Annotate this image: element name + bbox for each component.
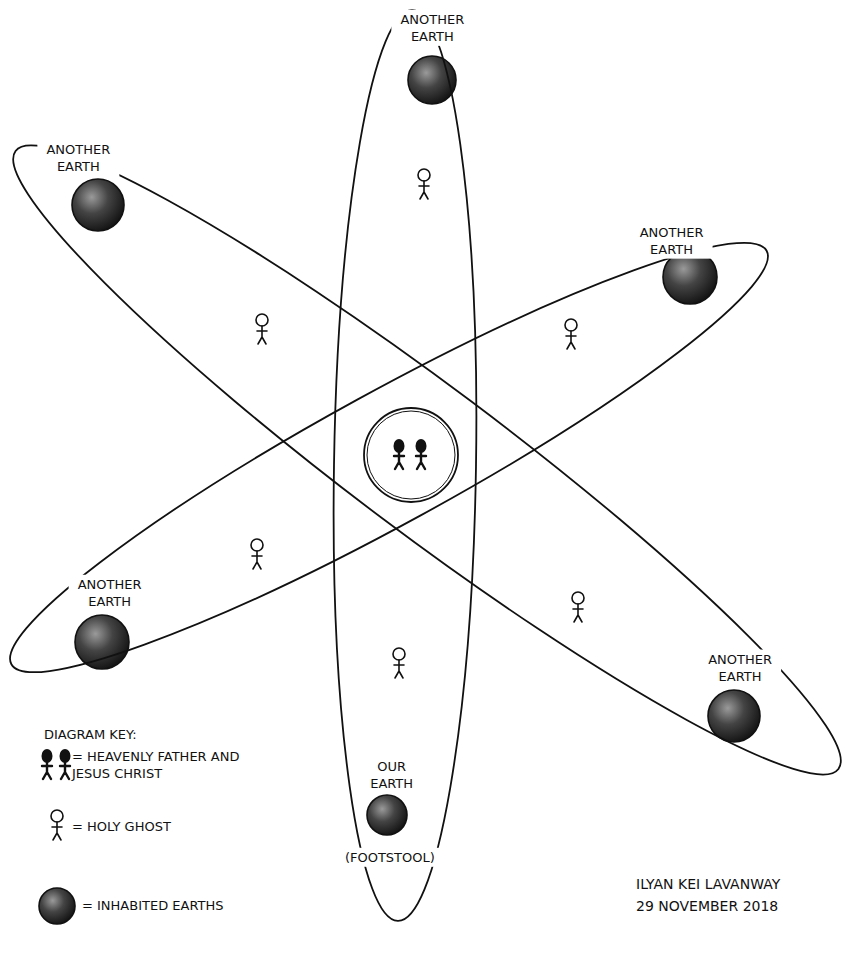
earth-label: ANOTHER EARTH [37,140,119,176]
holy-ghost-icon [51,810,63,840]
earth-label: ANOTHER EARTH [631,222,713,258]
son-figure [416,439,427,469]
earth-orbit-ellipse: ANOTHER EARTH OUR EARTH (FOOTSTOOL) [325,7,484,923]
holy-ghost-figures [251,169,584,678]
central-circle [364,408,458,502]
earths [72,56,760,835]
earth-orbit-ellipse: ANOTHER EARTH ANOTHER EARTH [0,90,862,830]
earth-label: ANOTHER EARTH [699,650,781,686]
legend-heading: DIAGRAM KEY: [44,726,137,743]
holy-ghost-figure [251,539,263,569]
earth-label: OUR EARTH [359,757,425,793]
earth-icon [39,888,75,924]
legend-icons [39,749,75,924]
ellipse-line [327,8,483,921]
ellipse-line [0,92,862,827]
ellipse-outline [0,90,862,830]
ellipse-line [0,192,798,721]
father-figure [394,439,405,469]
holy-ghost-figure [572,592,584,622]
earth-globe [367,795,407,835]
holy-ghost-figure [418,169,430,199]
legend-text: = INHABITED EARTHS [82,897,302,914]
earth-globe [75,615,129,669]
earth-globe [708,690,760,742]
signature-text: ILYAN KEI LAVANWAY [636,876,780,893]
legend-text: = HOLY GHOST [72,818,272,835]
earth-label: (FOOTSTOOL) [328,847,452,866]
earth-globe [72,179,124,231]
earth-label: ANOTHER EARTH [391,9,473,45]
holy-ghost-figure [565,319,577,349]
signature-text: 29 NOVEMBER 2018 [636,898,778,915]
son-figure-icon [60,749,71,779]
ellipse-outline [0,190,800,723]
holy-ghost-figure [256,314,268,344]
earth-label: ANOTHER EARTH [69,574,151,610]
father-figure-icon [42,749,53,779]
earth-orbit-ellipse: ANOTHER EARTH ANOTHER EARTH [0,190,800,723]
legend-text: = HEAVENLY FATHER AND JESUS CHRIST [72,748,247,782]
holy-ghost-figure [393,648,405,678]
